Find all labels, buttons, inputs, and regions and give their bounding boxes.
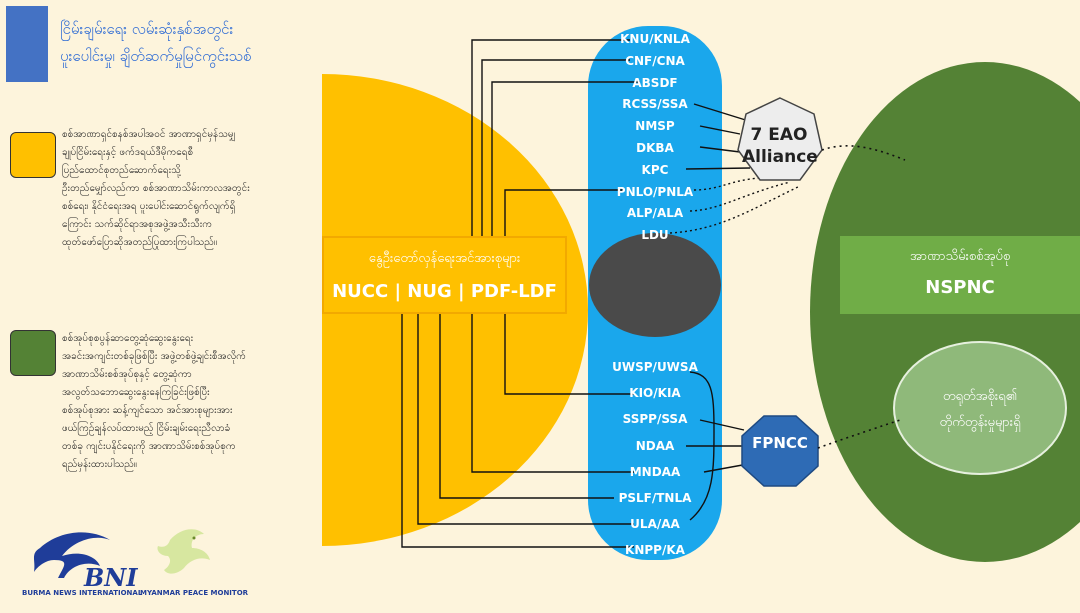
nspnc-acronym: NSPNC <box>925 277 995 298</box>
revolutionary-forces-box: နွေဦးတော်လှန်ရေးအင်အားစုများ NUCC | NUG … <box>322 236 567 314</box>
bni-logo-text: BURMA NEWS INTERNATIONAL <box>22 589 143 597</box>
legend-line: စစ်အုပ်စုစပွန်ဆာတွေ့ဆုံဆွေးနွေးရေး <box>62 333 194 344</box>
legend-line: စစ်အာဏာရှင်စနစ်အပါအဝင် အာဏာရှင်မှန်သမျှ <box>62 129 236 140</box>
org-label-alp-ala: ALP/ALA <box>626 206 684 221</box>
org-label-knpp-ka: KNPP/KA <box>625 543 685 558</box>
dark-ellipse <box>589 233 721 337</box>
legend-line: ထုတ်ဖော်ပြောဆိုအတည်ပြုထားကြပါသည်။ <box>62 237 217 248</box>
revolutionary-forces-label: နွေဦးတော်လှန်ရေးအင်အားစုများ <box>368 251 521 266</box>
nspnc-box: အာဏာသိမ်းစစ်အုပ်စု NSPNC <box>840 236 1080 314</box>
org-label-mndaa: MNDAA <box>629 464 681 479</box>
mpm-logo-text: MYANMAR PEACE MONITOR <box>140 589 249 597</box>
org-label-kpc: KPC <box>641 162 669 177</box>
inner-light-circle <box>893 341 1067 475</box>
alliance-heptagon <box>737 97 823 181</box>
legend-line: အာဏာသိမ်းစစ်အုပ်စုနှင့် တွေ့ဆုံကာ <box>62 369 192 380</box>
org-label-pslf-tnla: PSLF/TNLA <box>618 491 692 505</box>
org-label-uwsp-uwsa: UWSP/UWSA <box>612 360 698 374</box>
connectors-bottom <box>401 314 634 548</box>
org-label-rcss-ssa: RCSS/SSA <box>622 97 688 112</box>
china-pressure-line-2: တိုက်တွန်းမှုများရှိ <box>939 415 1021 430</box>
org-label-pnlo-pnla: PNLO/PNLA <box>616 184 694 199</box>
title-line-1: ငြိမ်းချမ်းရေး လမ်းဆုံးနှစ်အတွင်း <box>60 20 234 38</box>
legend-line: ဦးတည်မျှော်လည်ကာ စစ်အာဏာသိမ်းကာလအတွင်း <box>62 183 250 194</box>
legend-line: ပြည်ထောင်စုတည်ဆောက်ရေးသို့ <box>62 165 181 176</box>
legend-line: စစ်အုပ်စုအား ဆန့်ကျင်သော အင်အားစုများအား <box>62 405 233 416</box>
fpncc-label: FPNCC <box>752 434 808 452</box>
mpm-dove-logo <box>157 529 210 574</box>
org-label-cnf-cna: CNF/CNA <box>625 53 685 68</box>
org-label-sspp-ssa: SSPP/SSA <box>622 412 688 427</box>
legend-line: ချုပ်ငြိမ်းရေးနှင့် ဖက်ဒရယ်ဒီမိုကရေစီ <box>62 147 194 158</box>
legend-line: ကြောင်း သက်ဆိုင်ရာအစုအဖွဲ့အသီးသီးက <box>62 219 213 230</box>
org-label-kio-kia: KIO/KIA <box>629 386 681 401</box>
legend-swatch-yellow <box>10 132 56 178</box>
org-label-dkba: DKBA <box>636 141 674 155</box>
connector-mndaa <box>471 314 634 473</box>
legend-text-yellow: စစ်အာဏာရှင်စနစ်အပါအဝင် အာဏာရှင်မှန်သမျှခ… <box>62 126 320 252</box>
org-label-nmsp: NMSP <box>635 119 675 134</box>
connector-pslf <box>439 314 614 499</box>
connector-cnf <box>481 59 630 236</box>
alliance-links <box>669 103 801 234</box>
connectors-top <box>471 39 640 236</box>
legend-line: တစ်ခု ကျင်းပနိုင်ရေးကို အာဏာသိမ်းစစ်အုပ်… <box>62 441 236 452</box>
legend-swatch-green <box>10 330 56 376</box>
legend-line: ရည်မှန်းထားပါသည်။ <box>62 459 137 470</box>
connector-knpp <box>401 314 634 548</box>
connector-knu <box>471 39 630 236</box>
legend-line: အလွတ်သဘောဆွေးနွေးနေကြခြင်းဖြစ်ပြီး <box>62 387 210 398</box>
revolutionary-forces-acronyms: NUCC | NUG | PDF-LDF <box>332 281 557 302</box>
nspnc-dotted-links <box>817 145 906 449</box>
fpncc-octagon <box>741 415 819 487</box>
page-title: ငြိမ်းချမ်းရေး လမ်းဆုံးနှစ်အတွင်း ပူးပေါ… <box>60 16 252 70</box>
legend-line: စစ်ရေး၊ နိုင်ငံရေးအရ ပူးပေါင်းဆောင်ရွက်လ… <box>62 201 236 212</box>
alliance-label: 7 EAO Alliance <box>742 125 818 167</box>
bni-mark-text: BNI <box>83 563 138 592</box>
legend-line: အခင်းအကျင်းတစ်ခုဖြစ်ပြီး အဖွဲ့တစ်ဖွဲ့ချင… <box>62 351 246 362</box>
legend-line: ဖယ်ကြဉ်ချန်လပ်ထားမည့် ငြိမ်းချမ်းရေးညီလာ… <box>62 423 231 434</box>
connector-ula <box>417 314 634 525</box>
fpncc-links <box>686 371 749 521</box>
legend-text-green: စစ်အုပ်စုစပွန်ဆာတွေ့ဆုံဆွေးနွေးရေးအခင်းအ… <box>62 330 320 474</box>
org-label-ula-aa: ULA/AA <box>630 517 680 532</box>
bni-logo: BNI <box>34 532 138 592</box>
china-pressure-label: တရုတ်အစိုးရ၏ တိုက်တွန်းမှုများရှိ <box>900 384 1060 436</box>
connector-kia <box>504 314 634 395</box>
china-pressure-line-1: တရုတ်အစိုးရ၏ <box>942 389 1018 404</box>
org-label-ldu: LDU <box>641 228 669 243</box>
connector-absdf <box>491 81 640 236</box>
nspnc-label: အာဏာသိမ်းစစ်အုပ်စု <box>909 249 1011 264</box>
connector-pnlo <box>504 189 624 236</box>
org-label-knu-knla: KNU/KNLA <box>620 32 690 46</box>
title-accent-block <box>6 6 48 82</box>
org-label-absdf: ABSDF <box>632 75 678 90</box>
org-label-ndaa: NDAA <box>635 438 675 453</box>
title-line-2: ပူးပေါင်းမှု၊ ချိတ်ဆက်မှုမြင်ကွင်းသစ် <box>60 47 252 65</box>
